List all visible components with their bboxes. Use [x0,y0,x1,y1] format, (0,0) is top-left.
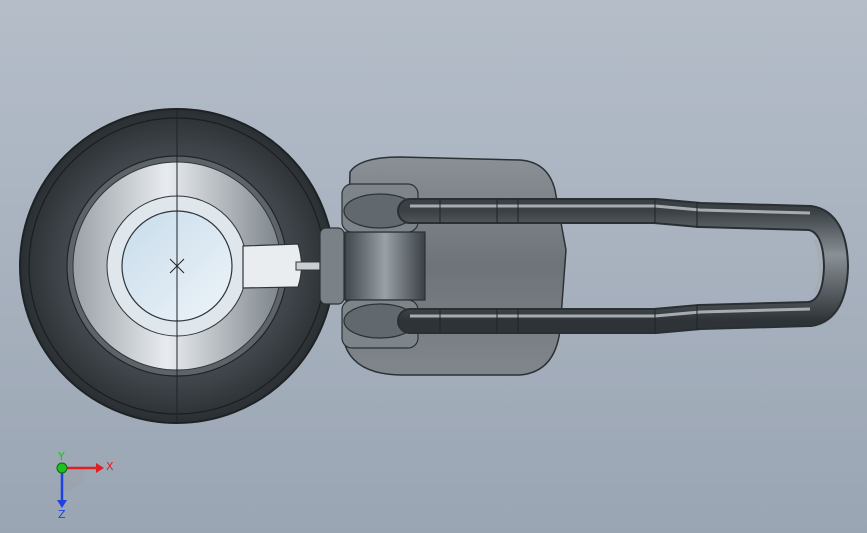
disc-boss [242,243,303,289]
u-bolt-rod [397,198,849,334]
clevis-bracket [319,183,426,349]
y-axis-label: Y [57,450,65,463]
y-axis-dot [56,462,68,474]
insulator-disc [19,108,335,424]
axis-triad: X Y Z [56,450,114,520]
x-axis-label: X [106,460,114,473]
z-axis-label: Z [58,508,66,520]
